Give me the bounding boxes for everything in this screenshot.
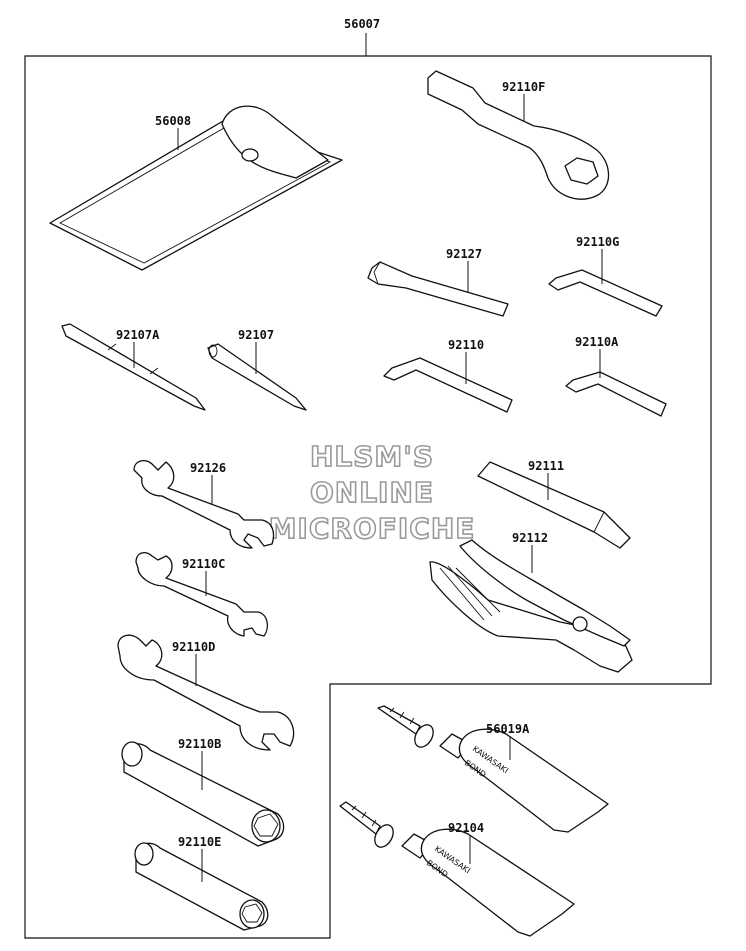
part-label-92127: 92127	[446, 247, 482, 261]
bond-tube-92104-drawing: KAWASAKI BOND	[339, 801, 575, 937]
part-label-92111: 92111	[528, 459, 564, 473]
part-label-92104: 92104	[448, 821, 484, 835]
bond-tube-56019A-drawing: KAWASAKI BOND	[377, 705, 609, 833]
hex-key-92127-drawing	[367, 261, 509, 317]
part-label-92110C: 92110C	[182, 557, 225, 571]
tool-pouch-drawing	[49, 105, 343, 271]
watermark-line-3: MICROFICHE	[269, 512, 476, 545]
part-label-92110A: 92110A	[575, 335, 619, 349]
screwdriver-bit-92107-drawing	[207, 343, 307, 411]
part-label-92110F: 92110F	[502, 80, 545, 94]
part-label-92126: 92126	[190, 461, 226, 475]
ring-wrench-drawing	[427, 70, 610, 200]
part-label-92107: 92107	[238, 328, 274, 342]
hex-key-92110-drawing	[383, 357, 513, 413]
watermark-line-1: HLSM'S	[310, 440, 434, 473]
wrench-92110D-drawing	[117, 634, 295, 751]
part-label-92110D: 92110D	[172, 640, 215, 654]
part-label-92110: 92110	[448, 338, 484, 352]
part-label-92110E: 92110E	[178, 835, 221, 849]
part-label-56008: 56008	[155, 114, 191, 128]
part-label-56019A: 56019A	[486, 722, 530, 736]
assembly-frame	[24, 55, 712, 939]
pliers-drawing	[429, 539, 633, 673]
hex-key-92110G-drawing	[548, 269, 663, 317]
assembly-number: 56007	[344, 17, 380, 31]
part-label-92110B: 92110B	[178, 737, 221, 751]
handle-bar-drawing	[477, 461, 631, 549]
wrench-92110C-drawing	[135, 551, 269, 637]
hex-key-92110A-drawing	[565, 371, 667, 417]
part-label-92107A: 92107A	[116, 328, 160, 342]
socket-wrench-92110B-drawing	[121, 741, 285, 847]
watermark: HLSM'S ONLINE MICROFICHE	[268, 439, 476, 546]
wrench-92126-drawing	[133, 459, 275, 549]
part-label-92112: 92112	[512, 531, 548, 545]
watermark-line-2: ONLINE	[310, 476, 434, 509]
socket-wrench-92110E-drawing	[134, 842, 269, 931]
part-label-92110G: 92110G	[576, 235, 619, 249]
